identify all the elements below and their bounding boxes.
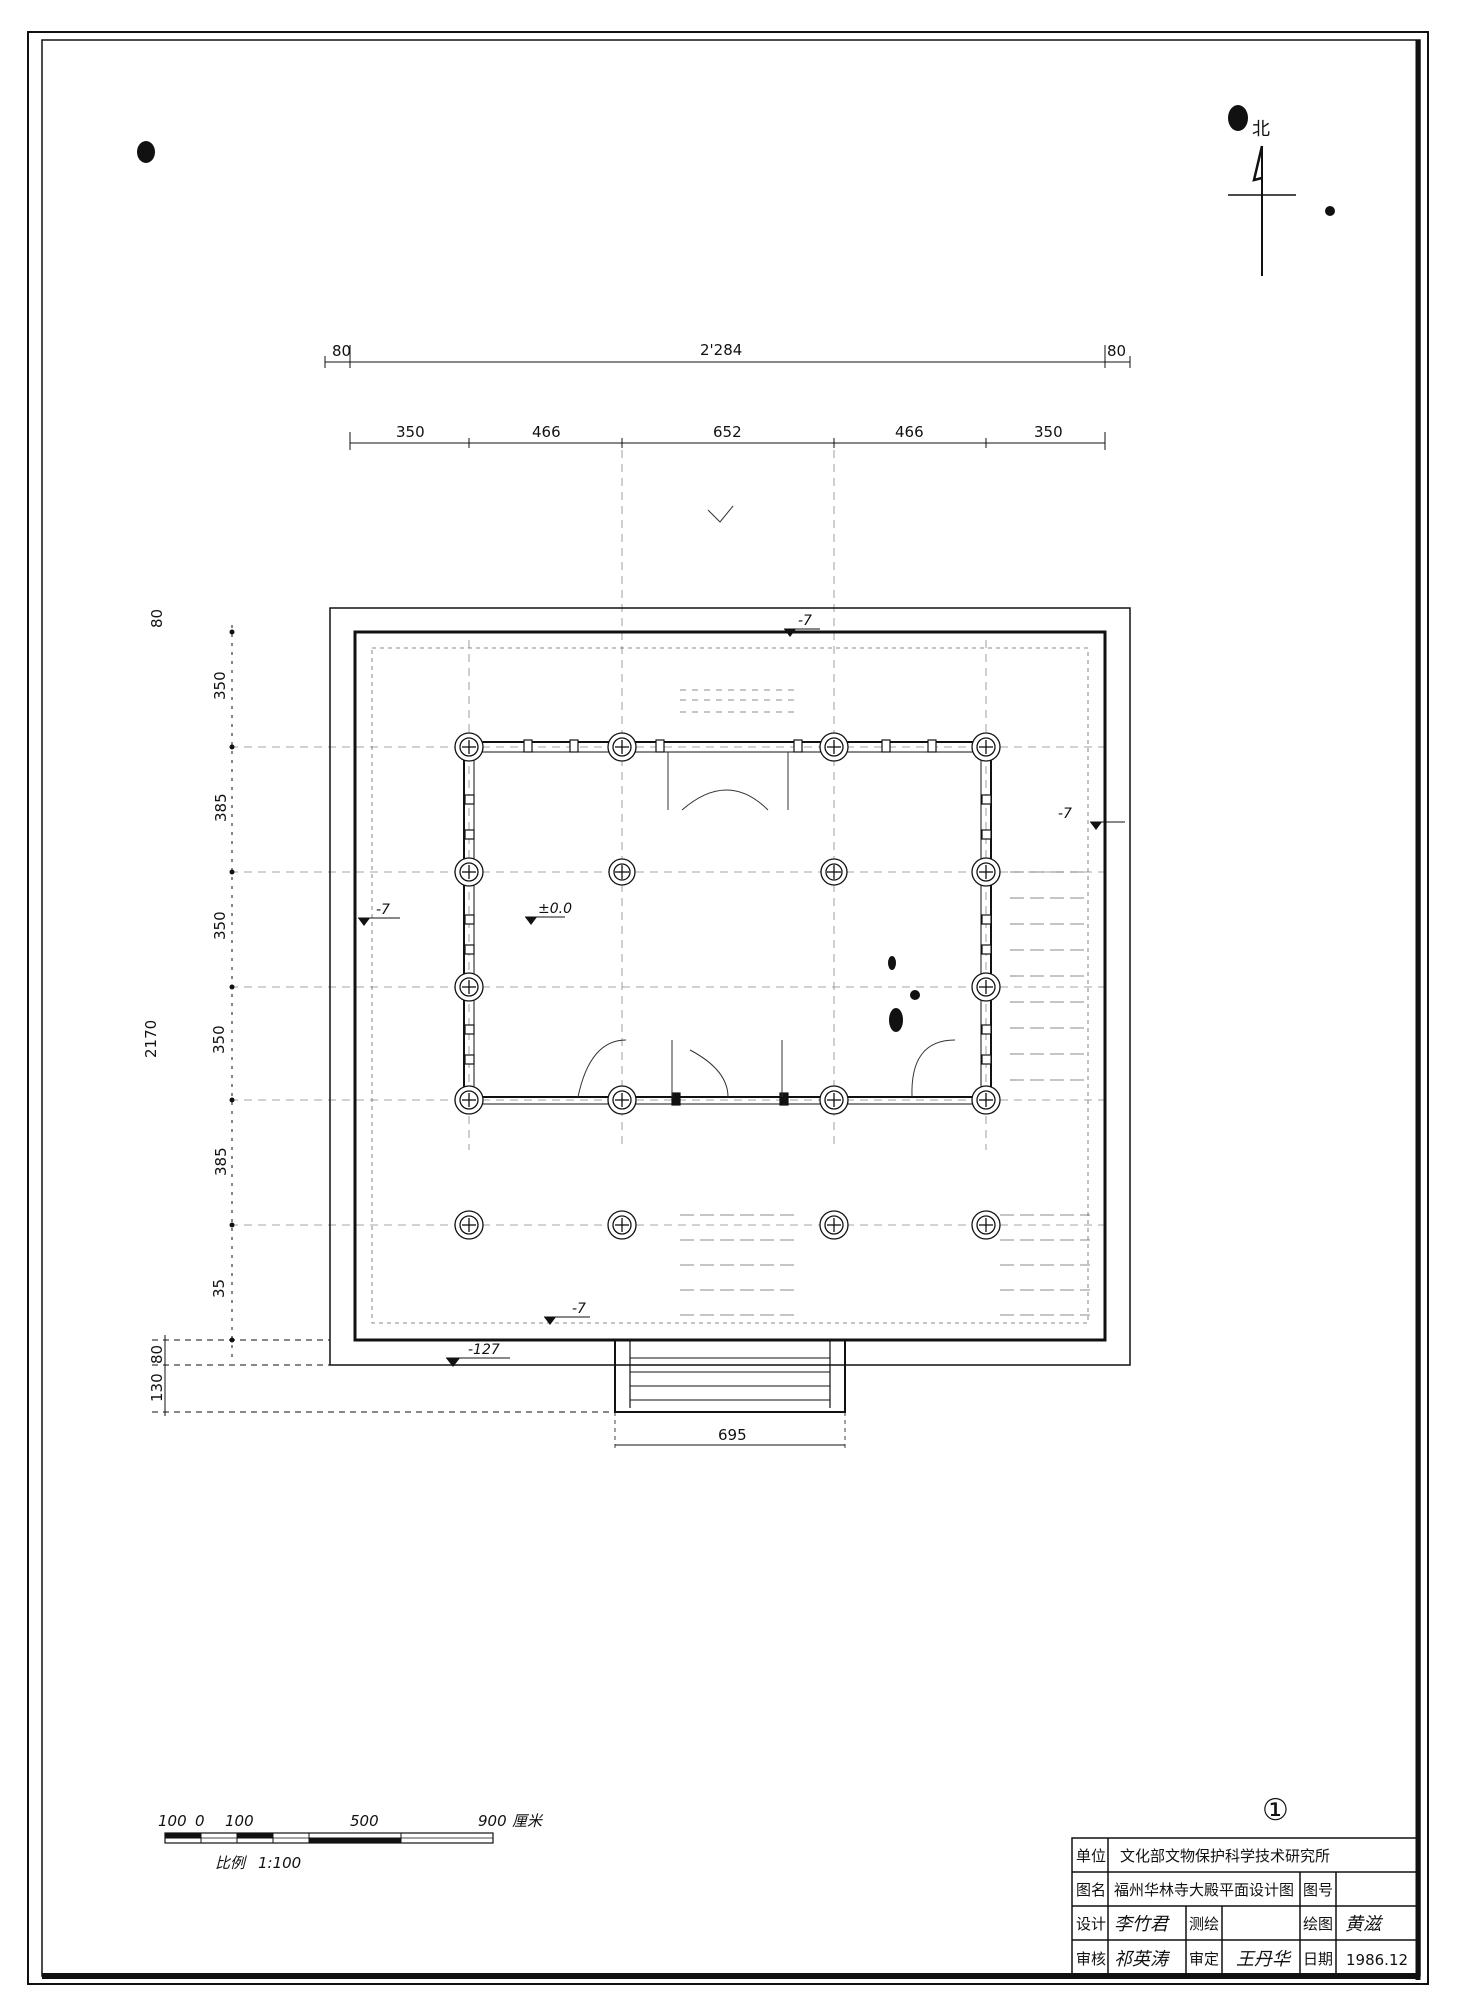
column bbox=[454, 1210, 484, 1240]
scale-tick-3: 100 bbox=[225, 1812, 254, 1830]
tb-check-value: 祁英涛 bbox=[1114, 1949, 1171, 1970]
dim-bay-1: 350 bbox=[396, 423, 425, 441]
level-left: -7 bbox=[376, 902, 390, 918]
dim-top-right: 80 bbox=[1107, 342, 1126, 360]
dim-left-7: 35 bbox=[210, 1279, 228, 1298]
column bbox=[971, 857, 1001, 887]
dim-steps: 695 bbox=[718, 1426, 747, 1444]
tb-date-value: 1986.12 bbox=[1346, 1951, 1408, 1969]
dim-left-8: 80 bbox=[148, 1345, 166, 1364]
title-block bbox=[1071, 1837, 1419, 1977]
columns bbox=[454, 732, 1001, 1240]
level-interior: ±0.0 bbox=[538, 901, 572, 917]
roof-mark bbox=[707, 505, 734, 523]
brick-paving bbox=[680, 689, 1090, 1316]
title-block-text: 单位 文化部文物保护科学技术研究所 图名 福州华林寺大殿平面设计图 图号 设计 … bbox=[1076, 1847, 1408, 1970]
top-dimension-chains bbox=[324, 345, 1131, 450]
platform bbox=[329, 607, 1131, 1366]
tb-drawing-no-label: 图号 bbox=[1303, 1881, 1333, 1899]
sheet-mark: ① bbox=[1262, 1793, 1289, 1828]
dim-left-9: 130 bbox=[148, 1373, 166, 1402]
dim-bay-4: 466 bbox=[895, 423, 924, 441]
dim-bay-2: 466 bbox=[532, 423, 561, 441]
dim-left-1: 80 bbox=[148, 609, 166, 628]
sheet-border bbox=[27, 31, 1429, 1985]
level-marker-lines bbox=[358, 628, 1125, 1359]
tb-design-value: 李竹君 bbox=[1114, 1914, 1170, 1935]
dim-top-overall: 2'284 bbox=[700, 341, 742, 359]
dim-left-4: 350 bbox=[211, 911, 229, 940]
column bbox=[454, 1085, 484, 1115]
dim-left-6: 385 bbox=[212, 1147, 230, 1176]
scale-ratio-label: 比例 bbox=[215, 1854, 247, 1872]
column bbox=[820, 858, 848, 886]
left-dimension-ticks bbox=[229, 629, 235, 1343]
tb-name-label: 图名 bbox=[1076, 1881, 1106, 1899]
dim-left-5: 350 bbox=[210, 1025, 228, 1054]
tb-name-value: 福州华林寺大殿平面设计图 bbox=[1114, 1881, 1294, 1899]
north-arrow: 北 bbox=[1228, 119, 1296, 276]
column bbox=[971, 732, 1001, 762]
column bbox=[454, 857, 484, 887]
column bbox=[819, 1085, 849, 1115]
column bbox=[819, 732, 849, 762]
axis-lines bbox=[230, 450, 1110, 1226]
scale-tick-2: 0 bbox=[195, 1812, 205, 1830]
column bbox=[607, 1085, 637, 1115]
hall-walls bbox=[463, 741, 992, 1105]
wall-posts bbox=[464, 739, 992, 1106]
scale-labels: 100 0 100 500 900 厘米 比例 1:100 bbox=[158, 1812, 544, 1872]
dim-bay-5: 350 bbox=[1034, 423, 1063, 441]
dim-bay-3: 652 bbox=[713, 423, 742, 441]
level-ground: -127 bbox=[468, 1342, 500, 1358]
column bbox=[607, 1210, 637, 1240]
scale-tick-1: 100 bbox=[158, 1812, 187, 1830]
dim-left-total: 2170 bbox=[142, 1020, 160, 1058]
ink-spots bbox=[137, 105, 1335, 1032]
dim-left-3: 385 bbox=[212, 793, 230, 822]
tb-approve-value: 王丹华 bbox=[1236, 1949, 1292, 1970]
tb-unit-label: 单位 bbox=[1076, 1847, 1106, 1865]
scale-ratio: 1:100 bbox=[258, 1854, 301, 1872]
level-marker-triangles bbox=[358, 629, 1102, 1367]
front-steps bbox=[614, 1339, 846, 1452]
tb-approve-label: 审定 bbox=[1189, 1950, 1219, 1968]
column bbox=[971, 972, 1001, 1002]
level-top: -7 bbox=[798, 613, 812, 629]
scale-bar bbox=[164, 1832, 494, 1844]
column bbox=[819, 1210, 849, 1240]
column bbox=[454, 972, 484, 1002]
left-dimension-text: 80 350 385 350 350 385 35 80 130 2170 bbox=[142, 609, 230, 1402]
level-bottom-platform: -7 bbox=[572, 1301, 586, 1317]
doors bbox=[577, 752, 956, 1098]
dim-top-left: 80 bbox=[332, 342, 351, 360]
tb-draw-label: 绘图 bbox=[1303, 1915, 1333, 1933]
north-label: 北 bbox=[1252, 119, 1270, 140]
column bbox=[608, 858, 636, 886]
column bbox=[971, 1210, 1001, 1240]
scale-unit: 厘米 bbox=[512, 1812, 544, 1830]
tb-design-label: 设计 bbox=[1076, 1915, 1106, 1933]
column bbox=[607, 732, 637, 762]
top-dimension-text: 80 2'284 80 350 466 652 466 350 bbox=[332, 341, 1126, 441]
tb-date-label: 日期 bbox=[1303, 1950, 1333, 1968]
tb-unit-value: 文化部文物保护科学技术研究所 bbox=[1120, 1847, 1330, 1865]
tb-draw-value: 黄滋 bbox=[1345, 1914, 1384, 1935]
column bbox=[454, 732, 484, 762]
level-right: -7 bbox=[1058, 806, 1072, 822]
tb-survey-label: 测绘 bbox=[1189, 1915, 1219, 1933]
scale-tick-4: 500 bbox=[350, 1812, 379, 1830]
dim-left-2: 350 bbox=[211, 671, 229, 700]
column bbox=[971, 1085, 1001, 1115]
tb-check-label: 审核 bbox=[1076, 1950, 1106, 1968]
level-marker-text: -7 -7 -7 ±0.0 -7 -127 bbox=[376, 613, 1072, 1358]
scale-tick-5: 900 bbox=[478, 1812, 507, 1830]
left-dimension-chain bbox=[152, 625, 615, 1416]
